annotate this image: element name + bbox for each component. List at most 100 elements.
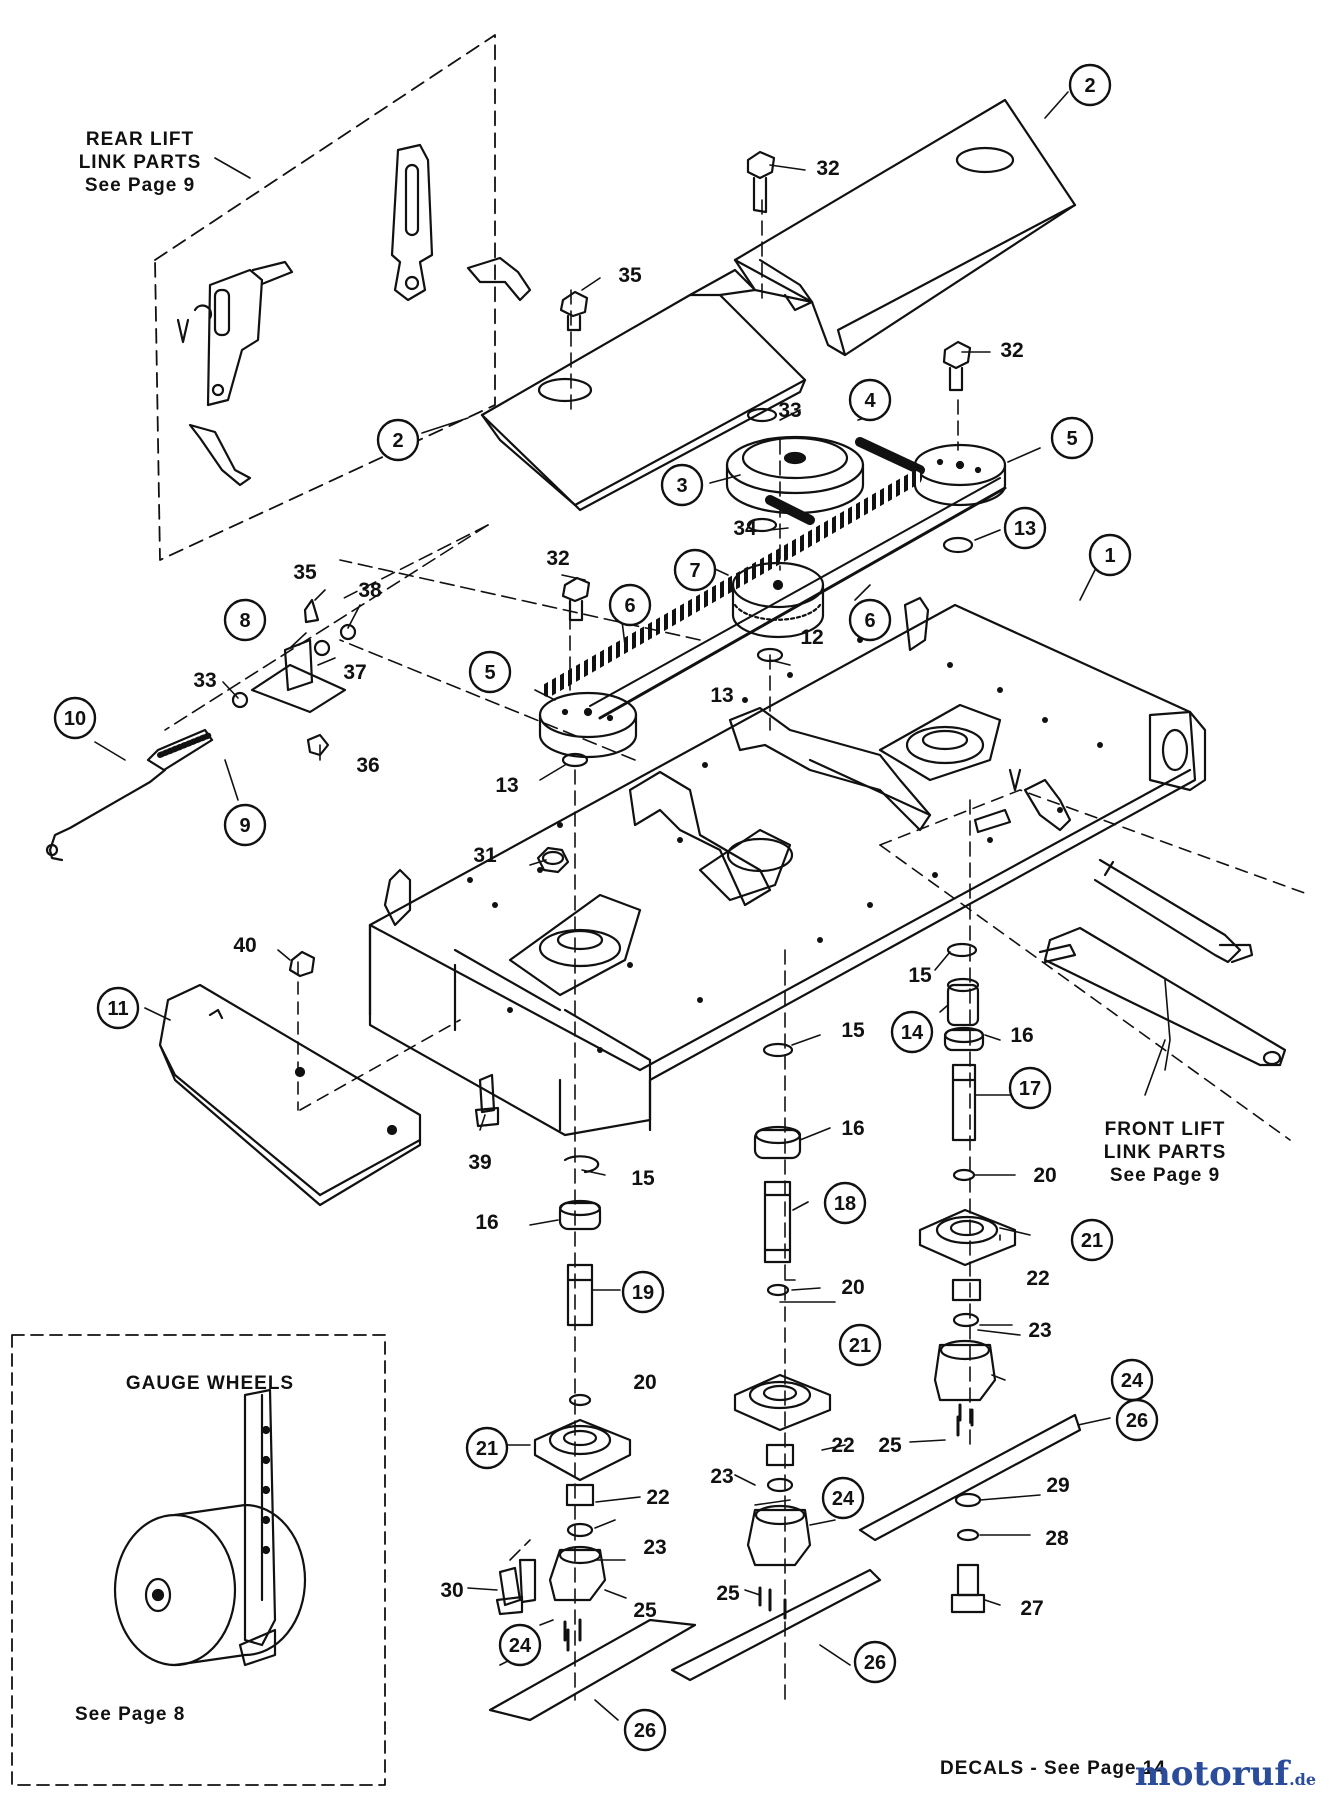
callout-number: 23 bbox=[710, 1465, 733, 1488]
callout-32: 32 bbox=[546, 547, 569, 570]
callout-number: 2 bbox=[392, 430, 403, 452]
callout-number: 32 bbox=[816, 157, 839, 180]
callout-circle bbox=[621, 1270, 665, 1314]
callout-5: 5 bbox=[1050, 416, 1094, 460]
callout-26: 26 bbox=[853, 1640, 897, 1684]
rear-lift-line1: REAR LIFT bbox=[85, 129, 195, 150]
callout-2: 2 bbox=[1068, 63, 1112, 107]
callout-24: 24 bbox=[498, 1623, 542, 1667]
callout-circle bbox=[623, 1708, 667, 1752]
callout-circle bbox=[823, 1181, 867, 1225]
spindle-center bbox=[670, 1042, 882, 1682]
callout-number: 18 bbox=[834, 1193, 856, 1215]
callout-13: 13 bbox=[1003, 506, 1047, 550]
callout-number: 6 bbox=[624, 595, 635, 617]
callout-30: 30 bbox=[440, 1579, 463, 1602]
callout-number: 17 bbox=[1019, 1078, 1041, 1100]
callout-24: 24 bbox=[821, 1476, 865, 1520]
callout-18: 18 bbox=[823, 1181, 867, 1225]
rear-lift-parts bbox=[176, 143, 532, 487]
callout-number: 20 bbox=[1033, 1164, 1056, 1187]
callout-number: 26 bbox=[1126, 1410, 1148, 1432]
rear-lift-dashed-box bbox=[154, 34, 496, 561]
callout-number: 24 bbox=[1121, 1370, 1144, 1392]
watermark-brand: motoruf bbox=[1134, 1754, 1290, 1794]
callout-23: 23 bbox=[1028, 1319, 1051, 1342]
callout-circle bbox=[223, 803, 267, 847]
callout-20: 20 bbox=[1033, 1164, 1056, 1187]
callout-13: 13 bbox=[710, 684, 733, 707]
callout-circle bbox=[821, 1476, 865, 1520]
callout-number: 6 bbox=[864, 610, 875, 632]
callout-number: 24 bbox=[832, 1488, 855, 1510]
callout-circle bbox=[223, 598, 267, 642]
callout-36: 36 bbox=[356, 754, 379, 777]
callout-number: 25 bbox=[878, 1434, 902, 1457]
callout-21: 21 bbox=[465, 1426, 509, 1470]
callout-33: 33 bbox=[778, 399, 801, 422]
rear-lift-caption: REAR LIFT LINK PARTS See Page 9 bbox=[55, 128, 225, 197]
callout-number: 34 bbox=[733, 517, 757, 540]
front-lift-line3: See Page 9 bbox=[1109, 1165, 1221, 1186]
callout-circle bbox=[838, 1323, 882, 1367]
washers-upper bbox=[561, 407, 974, 768]
callout-15: 15 bbox=[841, 1019, 865, 1042]
callout-number: 26 bbox=[864, 1652, 886, 1674]
callout-circle bbox=[1050, 416, 1094, 460]
bolt-32-top bbox=[746, 150, 776, 214]
callout-16: 16 bbox=[1010, 1024, 1033, 1047]
bolt-39 bbox=[474, 1073, 500, 1128]
callout-25: 25 bbox=[878, 1434, 902, 1457]
callout-number: 37 bbox=[343, 661, 366, 684]
side-deflector bbox=[158, 983, 422, 1207]
callout-37: 37 bbox=[343, 661, 366, 684]
pulley-left bbox=[538, 691, 638, 759]
gauge-wheel bbox=[113, 1388, 307, 1667]
callout-number: 30 bbox=[440, 1579, 463, 1602]
leader-lines bbox=[94, 91, 1171, 1721]
pins-25 bbox=[563, 1415, 960, 1642]
callout-circle bbox=[853, 1640, 897, 1684]
callout-number: 28 bbox=[1045, 1527, 1069, 1550]
callout-15: 15 bbox=[908, 964, 932, 987]
callout-22: 22 bbox=[831, 1434, 854, 1457]
callout-number: 15 bbox=[908, 964, 932, 987]
callout-number: 22 bbox=[1026, 1267, 1049, 1290]
upper-belt-cover-left bbox=[480, 268, 807, 512]
callout-19: 19 bbox=[621, 1270, 665, 1314]
callout-number: 21 bbox=[1081, 1230, 1103, 1252]
front-lift-line2: LINK PARTS bbox=[1103, 1142, 1227, 1163]
callout-24: 24 bbox=[1110, 1358, 1154, 1402]
callout-23: 23 bbox=[710, 1465, 733, 1488]
callout-circle bbox=[1088, 533, 1132, 577]
callout-circle bbox=[498, 1623, 542, 1667]
callout-number: 27 bbox=[1020, 1597, 1043, 1620]
bolt-30 bbox=[495, 1566, 524, 1616]
callout-number: 13 bbox=[710, 684, 733, 707]
callout-33: 33 bbox=[193, 669, 216, 692]
callout-16: 16 bbox=[841, 1117, 864, 1140]
cable-assembly bbox=[45, 728, 214, 862]
rear-lift-line3: See Page 9 bbox=[84, 175, 196, 196]
callout-number: 8 bbox=[239, 610, 250, 632]
callout-number: 33 bbox=[778, 399, 801, 422]
callout-11: 11 bbox=[96, 986, 140, 1030]
callout-number: 10 bbox=[64, 708, 86, 730]
callout-circle bbox=[1070, 1218, 1114, 1262]
callout-22: 22 bbox=[646, 1486, 669, 1509]
callout-39: 39 bbox=[468, 1151, 491, 1174]
callout-1: 1 bbox=[1088, 533, 1132, 577]
callout-number: 15 bbox=[631, 1167, 655, 1190]
callout-21: 21 bbox=[1070, 1218, 1114, 1262]
callout-number: 16 bbox=[475, 1211, 498, 1234]
callout-number: 25 bbox=[633, 1599, 657, 1622]
front-lift-caption: FRONT LIFT LINK PARTS See Page 9 bbox=[1075, 1118, 1255, 1187]
callout-34: 34 bbox=[733, 517, 757, 540]
callout-number: 2 bbox=[1084, 75, 1095, 97]
callout-number: 16 bbox=[841, 1117, 864, 1140]
callout-number: 29 bbox=[1046, 1474, 1069, 1497]
callout-number: 12 bbox=[800, 626, 823, 649]
callout-6: 6 bbox=[848, 598, 892, 642]
spindle-right bbox=[858, 942, 1082, 1614]
